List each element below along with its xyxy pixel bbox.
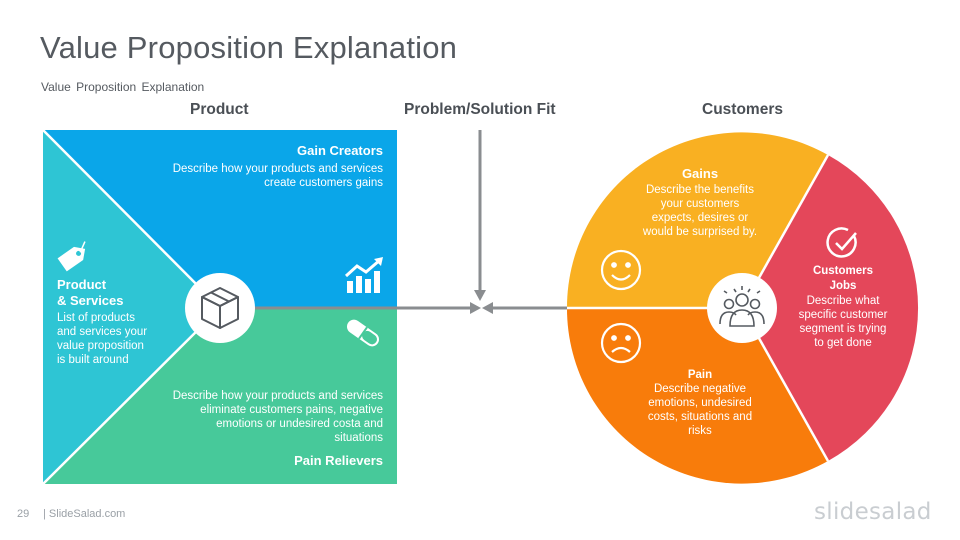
smile-icon [600, 249, 642, 291]
customers-jobs-description: Describe what specific customer segment … [798, 295, 888, 349]
brand-logo: slidesalad [814, 499, 932, 525]
tag-icon [57, 241, 86, 272]
pill-icon [346, 319, 380, 347]
page-subtitle: Value Proposition Explanation [41, 80, 205, 94]
pain-relievers-description: Describe how your products and services … [172, 390, 383, 444]
page-title: Value Proposition Explanation [40, 30, 458, 65]
pain-title: Pain [687, 369, 713, 381]
product-services-description: List of products and services your value… [57, 312, 148, 366]
page-number: 29 [17, 508, 30, 520]
pain-description: Describe negative emotions, undesired co… [647, 383, 753, 437]
gain-creators-area [43, 130, 397, 308]
customers-jobs-title: Customers Jobs [812, 265, 874, 292]
group-icon [719, 286, 765, 327]
footer-site: | SlideSalad.com [43, 508, 126, 520]
gain-creators-description: Describe how your products and services … [172, 163, 383, 189]
gains-title: Gains [681, 166, 719, 181]
pain-segment [566, 308, 828, 484]
pain-relievers-area [43, 308, 397, 484]
product-services-area [43, 130, 220, 484]
gains-description: Describe the benefits your customers exp… [642, 184, 758, 238]
product-header: Product [190, 101, 249, 118]
pain-relievers-title: Pain Relievers [294, 453, 383, 468]
gain-creators-title: Gain Creators [297, 143, 383, 158]
box-icon [201, 287, 239, 329]
chart-up-icon [344, 257, 383, 293]
check-circle-icon [826, 227, 857, 258]
customers-header: Customers [702, 101, 783, 118]
product-services-title: Product & Services [57, 277, 124, 308]
fit-header: Problem/Solution Fit [404, 101, 556, 118]
frown-icon [600, 322, 642, 364]
gains-segment [566, 132, 828, 308]
